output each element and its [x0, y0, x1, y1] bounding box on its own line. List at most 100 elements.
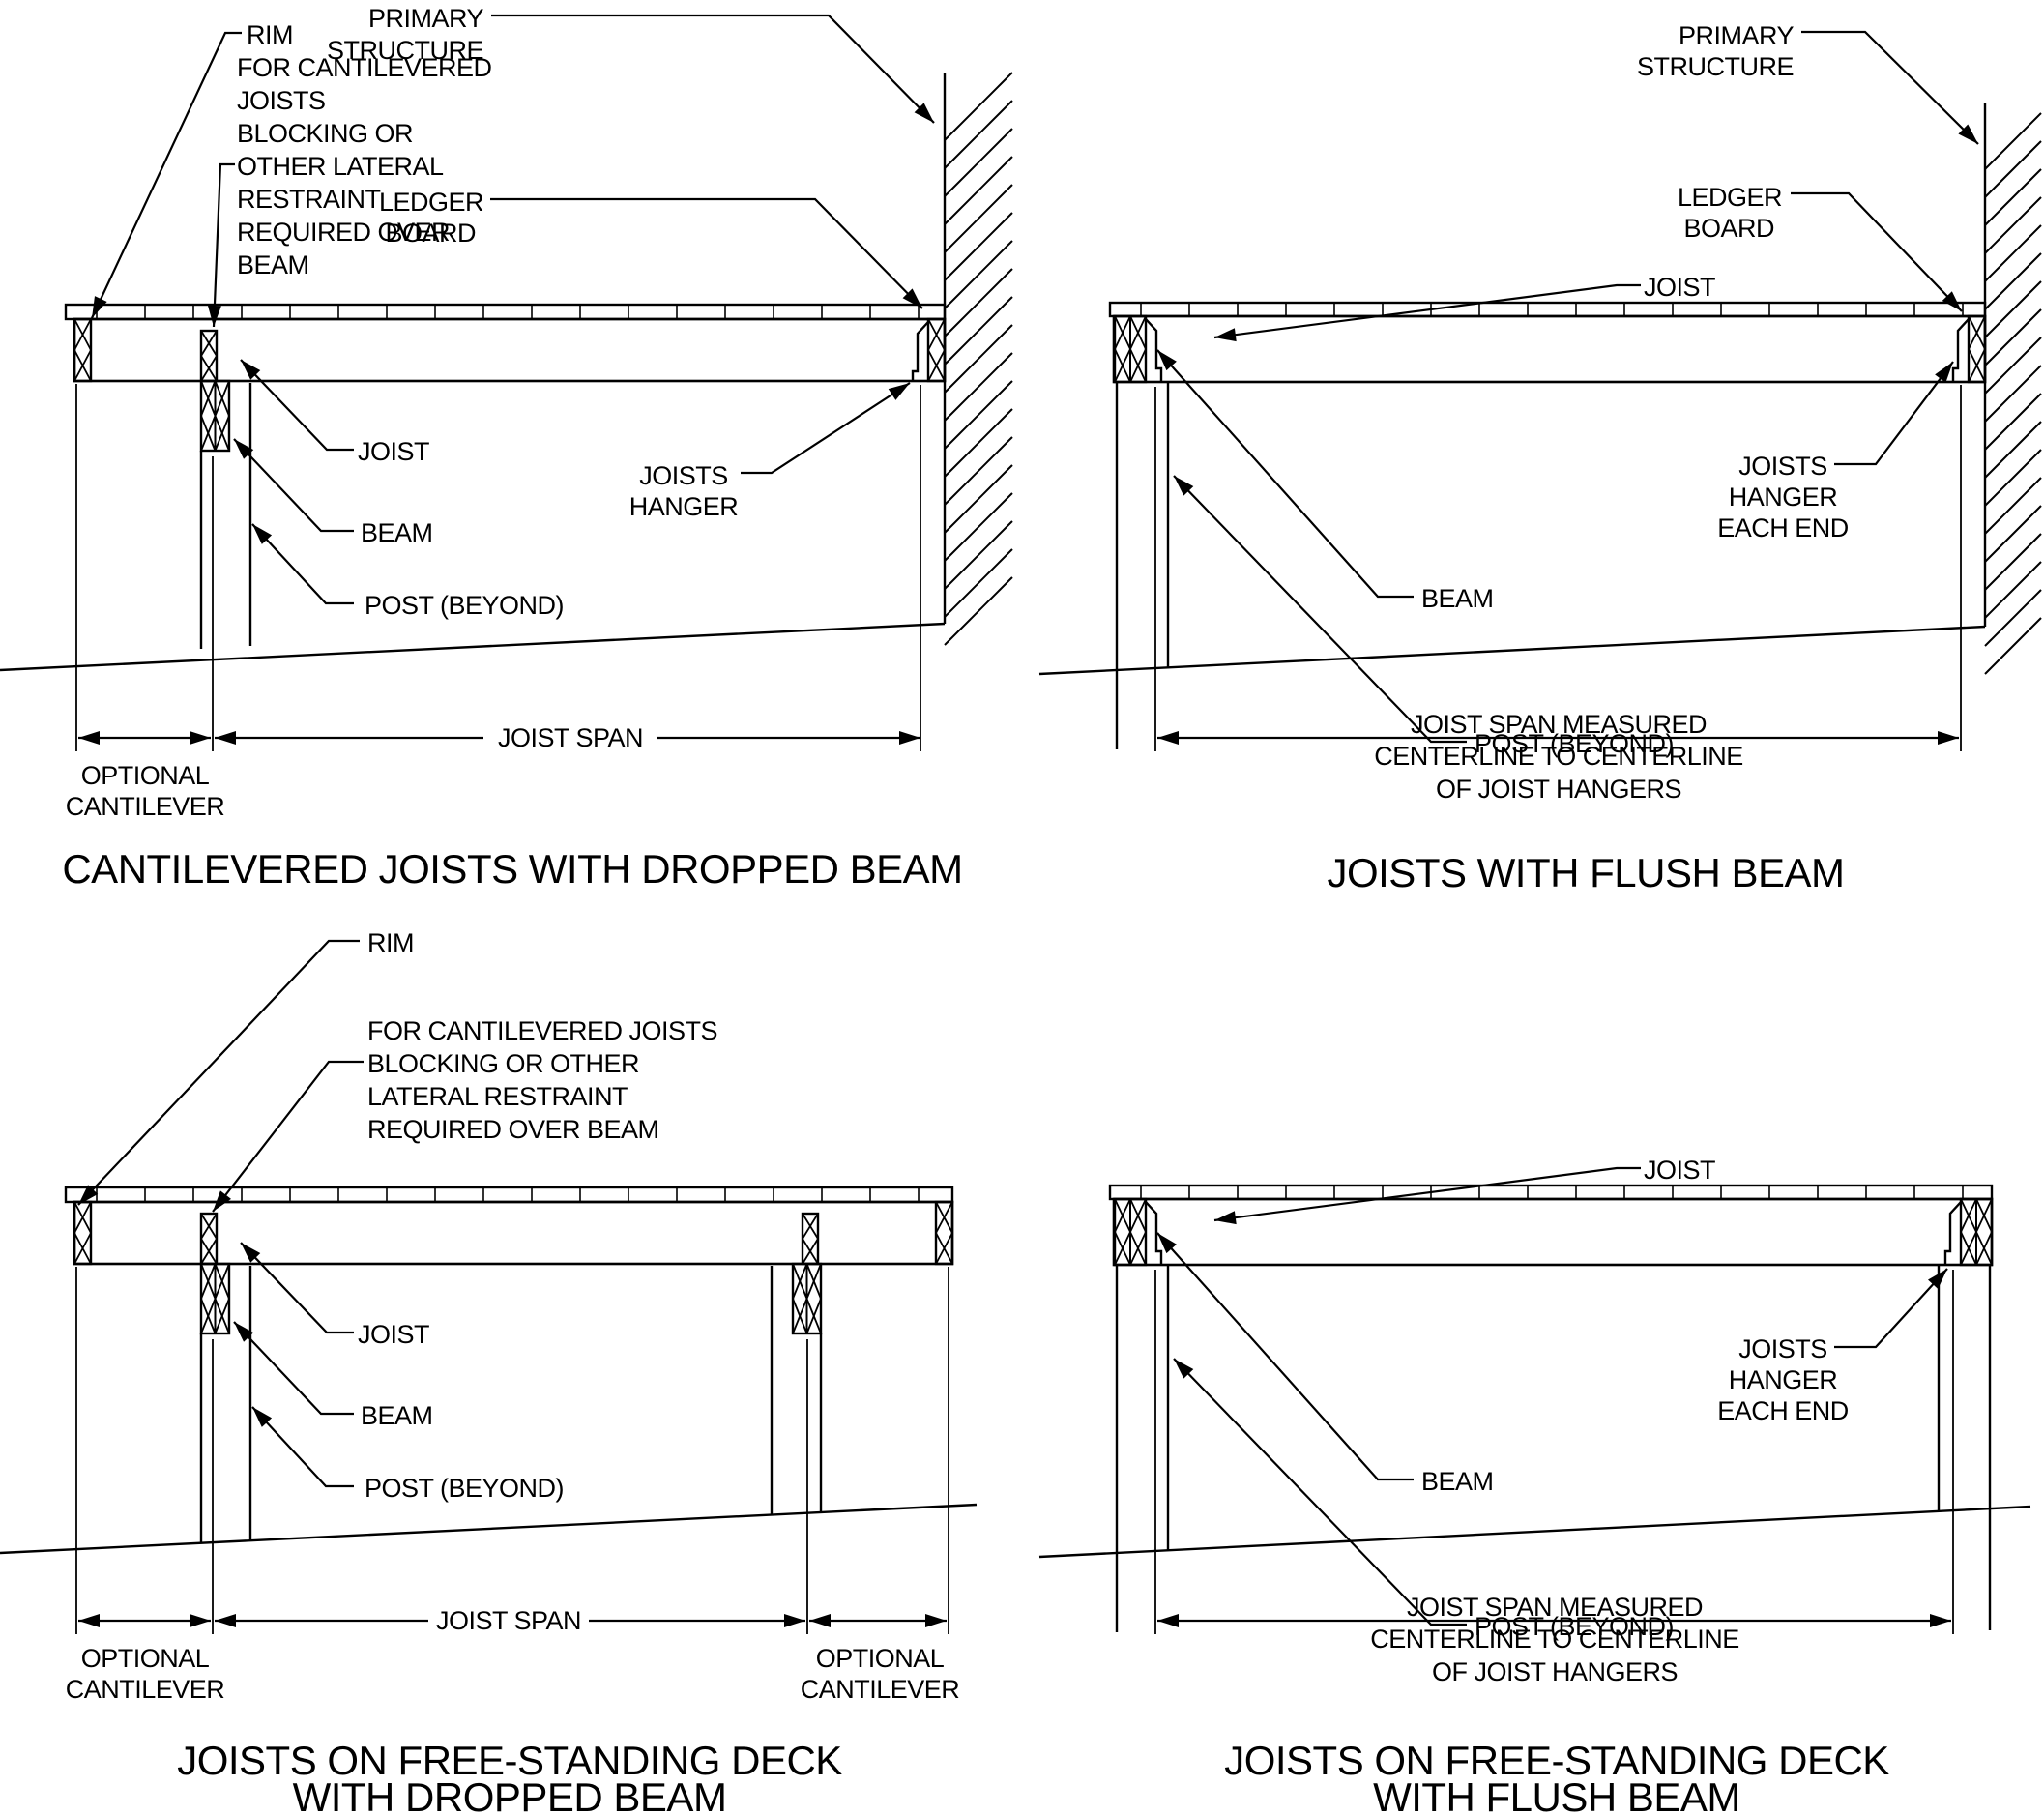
arrowhead — [1157, 731, 1179, 745]
arrowhead — [92, 296, 107, 318]
beam-label: BEAM — [361, 518, 433, 547]
svg-text:HANGER: HANGER — [1729, 483, 1838, 512]
primary-structure-leader — [491, 14, 935, 124]
svg-text:EACH END: EACH END — [1717, 513, 1849, 542]
post-label: POST (BEYOND) — [1475, 729, 1675, 758]
optional-cantilever-right-dim — [809, 1614, 947, 1627]
beam-label: BEAM — [1421, 584, 1494, 613]
post-leader — [251, 1406, 354, 1488]
svg-text:CANTILEVER: CANTILEVER — [66, 792, 225, 821]
joist-span-dim — [1157, 1614, 1951, 1627]
ledger-board-leader — [1791, 191, 1963, 312]
arrowhead — [78, 1185, 99, 1205]
svg-text:STRUCTURE: STRUCTURE — [1637, 52, 1794, 81]
joist-band — [1112, 1197, 1994, 1267]
svg-text:LEDGER: LEDGER — [1678, 183, 1782, 212]
arrowhead — [1935, 362, 1953, 383]
svg-text:JOISTS: JOISTS — [237, 86, 326, 115]
svg-text:JOISTS: JOISTS — [1738, 452, 1827, 481]
joist-label: JOIST — [358, 1320, 430, 1349]
decking — [64, 1186, 954, 1204]
joist-leader — [1213, 283, 1641, 342]
arrowhead — [1174, 476, 1194, 496]
diagram-title: CANTILEVERED JOISTS WITH DROPPED BEAM — [62, 846, 963, 892]
arrowhead — [809, 1614, 831, 1627]
rim-label: RIM — [367, 928, 415, 957]
svg-text:CANTILEVER: CANTILEVER — [801, 1675, 960, 1704]
svg-text:LATERAL RESTRAINT: LATERAL RESTRAINT — [367, 1082, 628, 1111]
svg-text:RIM: RIM — [247, 20, 293, 49]
svg-text:REQUIRED OVER BEAM: REQUIRED OVER BEAM — [367, 1115, 659, 1144]
svg-text:CENTERLINE TO CENTERLINE: CENTERLINE TO CENTERLINE — [1370, 1625, 1739, 1654]
arrowhead — [215, 1614, 236, 1627]
svg-text:BEAM: BEAM — [1421, 584, 1494, 613]
svg-text:POST (BEYOND): POST (BEYOND) — [365, 591, 564, 620]
beam-leader — [233, 1321, 354, 1416]
decking — [1108, 1184, 1994, 1201]
svg-text:BLOCKING OR OTHER: BLOCKING OR OTHER — [367, 1049, 639, 1078]
svg-text:EACH END: EACH END — [1717, 1396, 1849, 1425]
post-label: POST (BEYOND) — [1475, 1612, 1675, 1641]
post-label: POST (BEYOND) — [365, 591, 565, 620]
svg-text:JOIST: JOIST — [358, 1320, 429, 1349]
svg-text:JOIST: JOIST — [358, 437, 429, 466]
svg-text:LEDGER: LEDGER — [379, 188, 483, 217]
arrowhead — [1214, 1211, 1237, 1225]
beam-leader — [1156, 1232, 1414, 1481]
svg-text:BLOCKING OR: BLOCKING OR — [237, 119, 413, 148]
svg-text:JOIST SPAN: JOIST SPAN — [436, 1606, 581, 1635]
arrowhead — [190, 1614, 211, 1627]
arrowhead — [1927, 1269, 1947, 1289]
joist-span-dim — [215, 1614, 805, 1627]
post-label: POST (BEYOND) — [365, 1474, 565, 1503]
lumber-section — [73, 317, 93, 383]
svg-text:JOISTS WITH FLUSH BEAM: JOISTS WITH FLUSH BEAM — [1327, 850, 1844, 895]
svg-text:OF JOIST HANGERS: OF JOIST HANGERS — [1432, 1657, 1678, 1686]
ledger-board-leader — [490, 197, 923, 309]
arrowhead — [234, 439, 254, 459]
arrowhead — [1157, 1614, 1179, 1627]
arrowhead — [1958, 124, 1978, 144]
svg-text:CANTILEVER: CANTILEVER — [66, 1675, 225, 1704]
svg-text:BOARD: BOARD — [385, 219, 476, 248]
optional-cantilever-dim — [78, 731, 211, 745]
svg-text:HANGER: HANGER — [629, 492, 739, 521]
beam-leader — [233, 438, 354, 533]
svg-text:PRIMARY: PRIMARY — [1679, 21, 1795, 50]
svg-text:JOIST SPAN MEASURED: JOIST SPAN MEASURED — [1407, 1593, 1703, 1622]
joist-label: JOIST — [358, 437, 430, 466]
svg-text:WITH FLUSH BEAM: WITH FLUSH BEAM — [1373, 1774, 1740, 1816]
joist-span-note: JOIST SPAN MEASURED CENTERLINE TO CENTERL… — [1370, 1593, 1739, 1686]
diagram-title: JOISTS WITH FLUSH BEAM — [1327, 850, 1845, 895]
rim-leader — [91, 31, 242, 319]
joist-band — [1112, 314, 1987, 384]
joist-label: JOIST — [1644, 273, 1716, 302]
joist-span-dim — [1157, 731, 1959, 745]
arrowhead — [252, 524, 273, 544]
svg-text:CANTILEVERED JOISTS WITH DROPP: CANTILEVERED JOISTS WITH DROPPED BEAM — [62, 846, 962, 892]
arrowhead — [215, 731, 236, 745]
arrowhead — [207, 305, 221, 327]
arrowhead — [213, 1190, 232, 1212]
post-leader — [251, 523, 354, 605]
svg-text:JOIST SPAN MEASURED: JOIST SPAN MEASURED — [1411, 710, 1707, 739]
joist-span-label: JOIST SPAN — [498, 723, 644, 752]
